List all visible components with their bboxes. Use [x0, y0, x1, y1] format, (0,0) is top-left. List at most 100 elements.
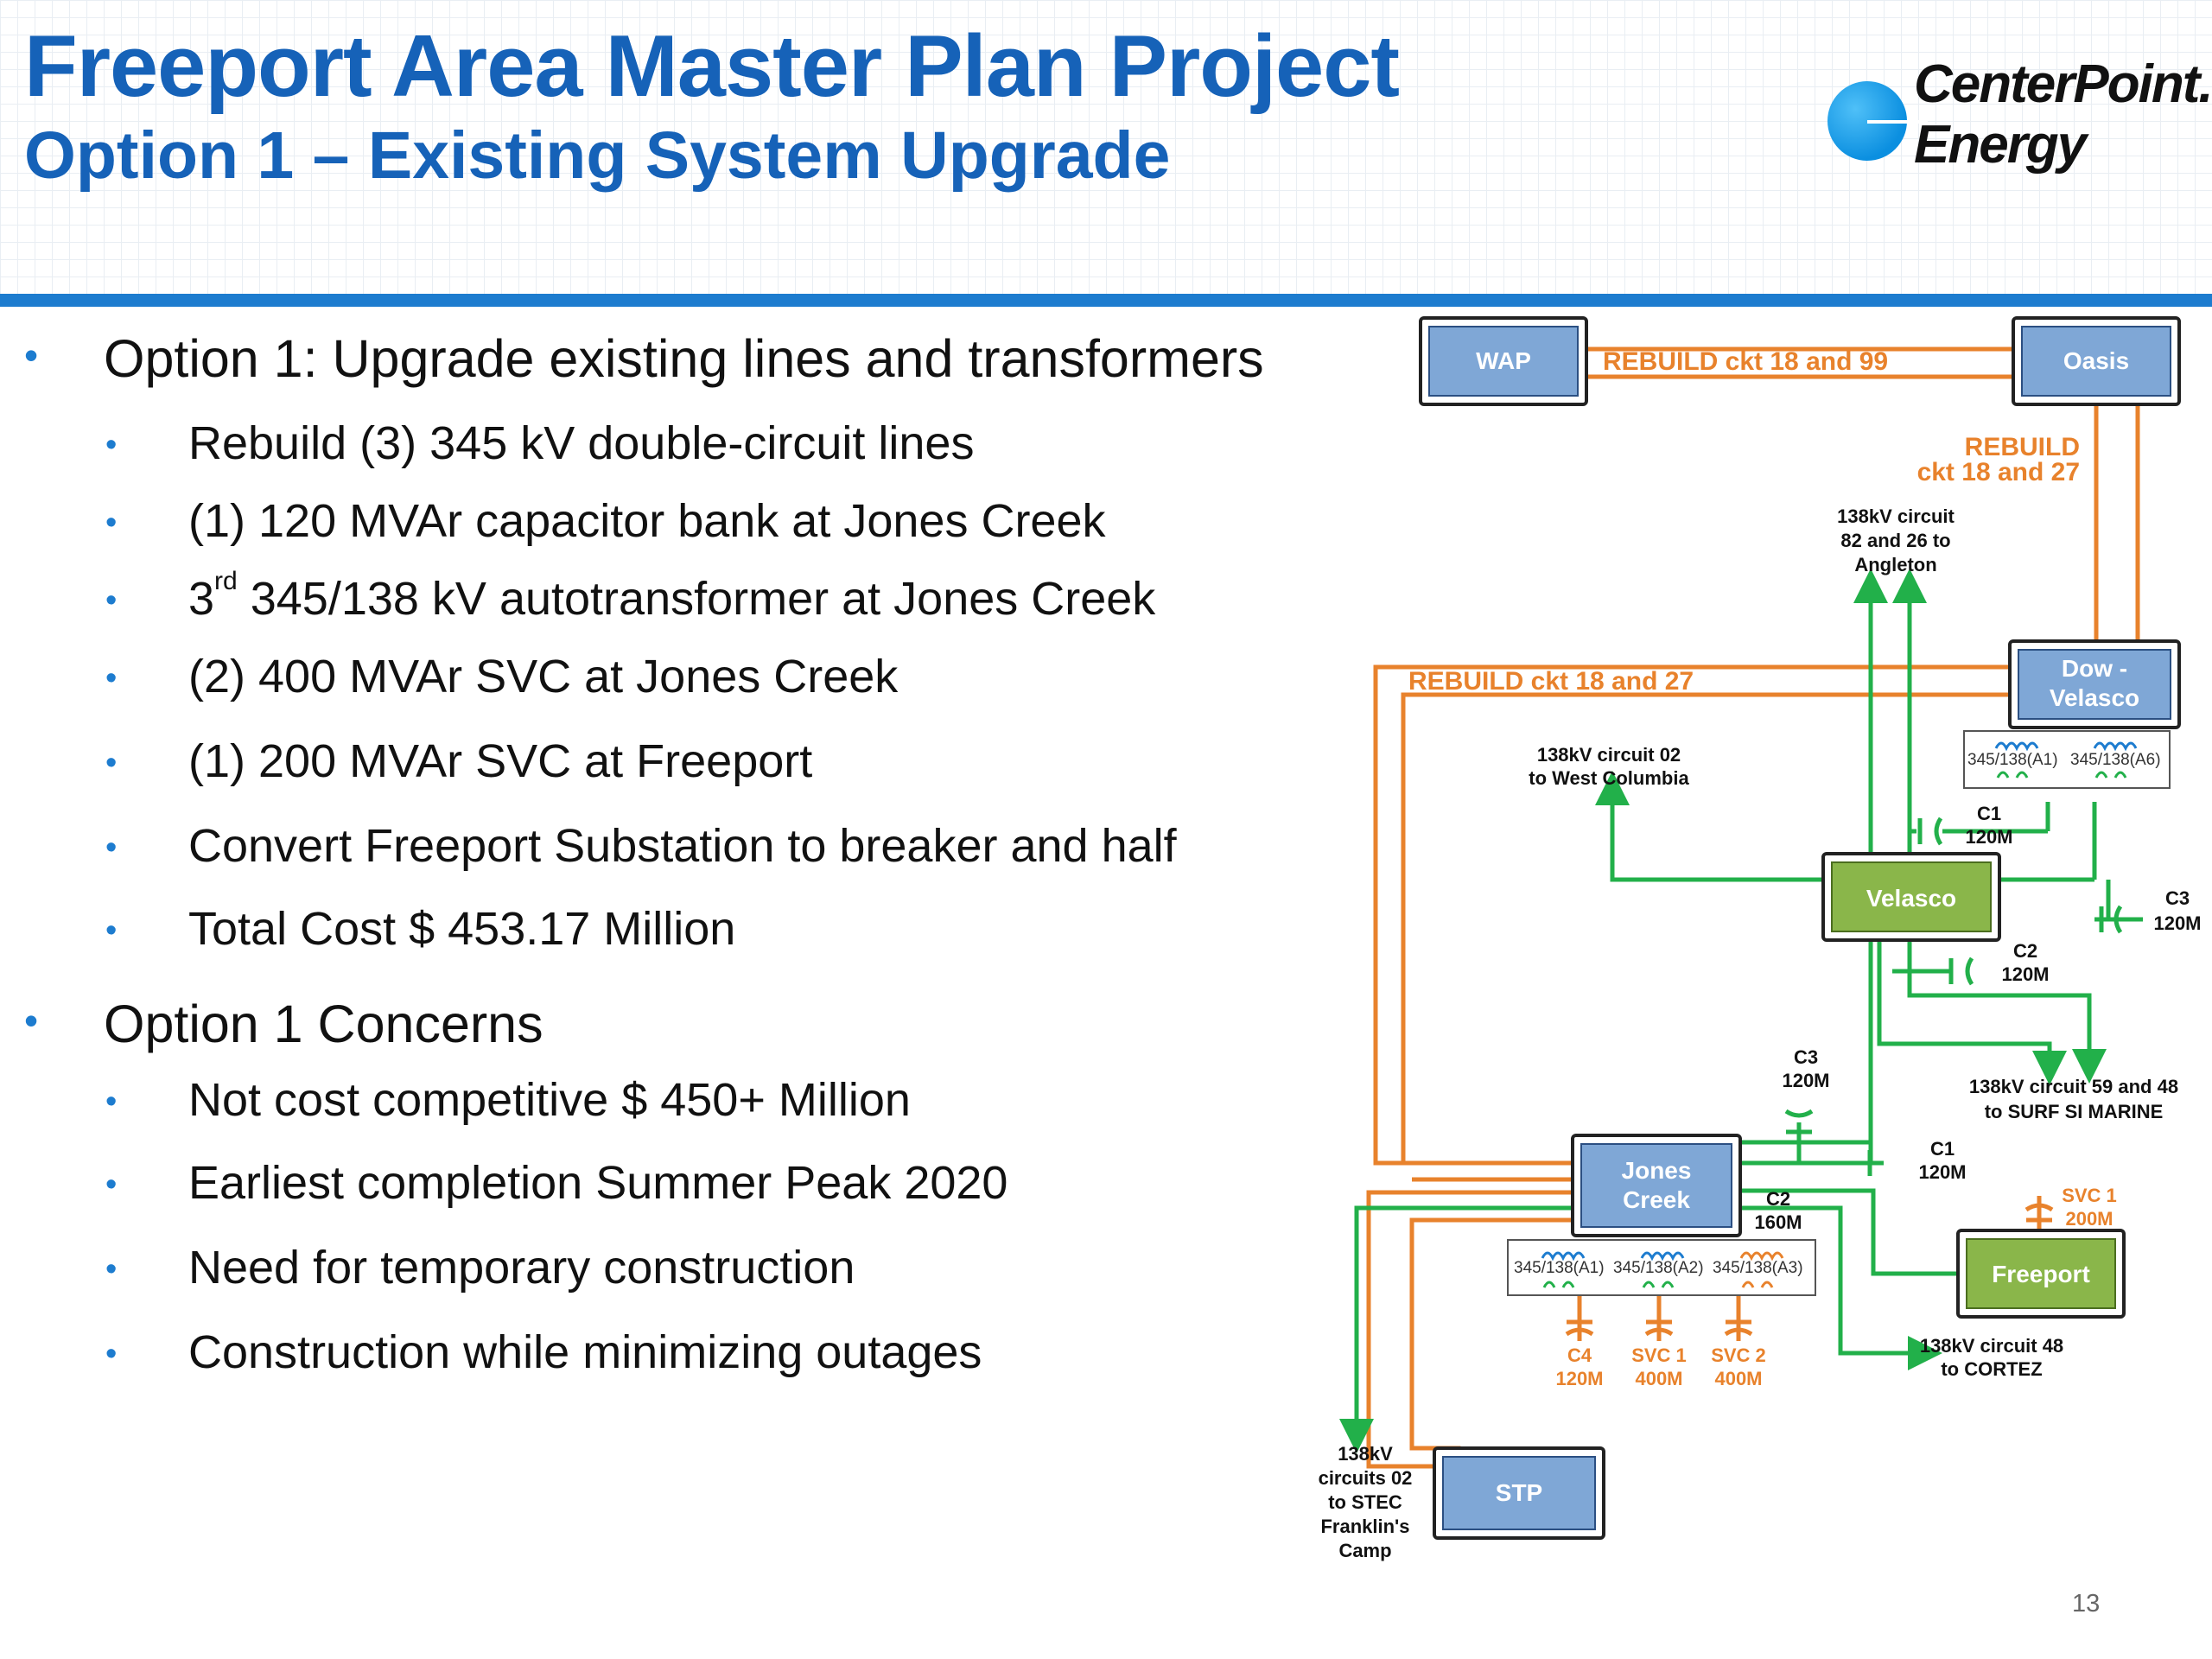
svc-labels: SVC 1 200M C4 120M SVC 1 400M SVC 2 400M	[1555, 1185, 2116, 1389]
substation-label-wap: WAP	[1476, 347, 1531, 374]
transformer-coil-icon	[1542, 1281, 1575, 1288]
bullet-dot-icon: •	[105, 660, 118, 696]
bullet-dot-icon: •	[24, 333, 39, 378]
substation-label-creek: Creek	[1623, 1186, 1690, 1213]
sub-bullet-capacitor-bank: (1) 120 MVAr capacitor bank at Jones Cre…	[188, 495, 1106, 547]
header-divider-bar	[0, 294, 2212, 307]
slide-subtitle: Option 1 – Existing System Upgrade	[24, 118, 1171, 193]
transformer-coil-icon	[1640, 1251, 1685, 1262]
substation-label-oasis: Oasis	[2063, 347, 2129, 374]
substation-stp: STP	[1433, 1446, 1605, 1540]
transformer-coil-icon	[1642, 1281, 1675, 1288]
label-stec-4: Franklin's	[1320, 1516, 1409, 1537]
sub-bullet-autotransformer: 3rd 345/138 kV autotransformer at Jones …	[188, 567, 1156, 626]
transformer-coil-icon	[1741, 1281, 1774, 1288]
transformer-coil-icon	[1541, 1251, 1586, 1262]
substation-label-velasco: Velasco	[1866, 885, 1956, 912]
label-svc1-jc-2: 400M	[1635, 1368, 1682, 1389]
substation-oasis: Oasis	[2012, 316, 2181, 406]
sub-bullet-not-cost-competitive: Not cost competitive $ 450+ Million	[188, 1074, 911, 1126]
label-stec-3: to STEC	[1328, 1491, 1402, 1513]
substation-label-stp: STP	[1496, 1479, 1542, 1506]
transformer-coil-icon	[1739, 1251, 1784, 1262]
label-cortez-1: 138kV circuit 48	[1920, 1335, 2063, 1357]
bullet-dot-icon: •	[105, 830, 118, 866]
transformer-coil-icon	[1994, 741, 2039, 752]
substation-wap: WAP	[1419, 316, 1588, 406]
sub-bullet-svc-freeport: (1) 200 MVAr SVC at Freeport	[188, 735, 813, 787]
substation-label-dow: Dow -	[2062, 655, 2127, 682]
label-c1-velasco-2: 120M	[1965, 826, 2012, 848]
bullet-dot-icon: •	[105, 1336, 118, 1372]
substation-label-velasco-line: Velasco	[2050, 684, 2139, 711]
label-c3-velasco-1: C3	[2165, 887, 2190, 909]
bullet-dot-icon: •	[105, 1084, 118, 1120]
label-c2-velasco-1: C2	[2013, 940, 2037, 962]
label-svc2-jc-1: SVC 2	[1711, 1344, 1766, 1366]
label-cortez-2: to CORTEZ	[1941, 1358, 2042, 1380]
page-number: 13	[2072, 1590, 2101, 1618]
label-c3-velasco-2: 120M	[2153, 912, 2201, 934]
label-svc1-jc-1: SVC 1	[1631, 1344, 1687, 1366]
label-c2-jc-2: 160M	[1754, 1211, 1802, 1233]
label-c1-jc-2: 120M	[1918, 1161, 1966, 1183]
label-c4-1: C4	[1567, 1344, 1592, 1366]
label-angleton-3: Angleton	[1854, 554, 1936, 575]
bullet-dot-icon: •	[105, 582, 118, 619]
sub-bullet-total-cost: Total Cost $ 453.17 Million	[188, 903, 736, 955]
autotransformer-text: 345/138 kV autotransformer at Jones Cree…	[237, 573, 1156, 625]
logo-line-icon	[1867, 120, 1928, 124]
transformer-label-dv-a6: 345/138(A6)	[2070, 751, 2161, 769]
transformer-label-dv-a1: 345/138(A1)	[1967, 751, 2058, 769]
sub-bullet-earliest-completion: Earliest completion Summer Peak 2020	[188, 1157, 1008, 1209]
centerpoint-logo: CenterPoint. Energy	[1827, 52, 2212, 190]
logo-text-centerpoint: CenterPoint.	[1914, 54, 2212, 114]
substation-velasco: Velasco	[1821, 852, 2001, 942]
label-rebuild-18-99: REBUILD ckt 18 and 99	[1603, 347, 1888, 376]
label-surfsi-1: 138kV circuit 59 and 48	[1969, 1076, 2178, 1097]
transformer-group-jones-creek: 345/138(A1) 345/138(A2) 345/138(A3)	[1507, 1239, 1816, 1296]
sub-bullet-temporary-construction: Need for temporary construction	[188, 1242, 855, 1294]
circuit-labels: 138kV circuit 82 and 26 to Angleton 138k…	[1319, 505, 2202, 1561]
ordinal-suffix: rd	[214, 567, 238, 595]
transformer-label-jc-a1: 345/138(A1)	[1514, 1259, 1605, 1277]
rebuild-labels: REBUILD ckt 18 and 99 REBUILD ckt 18 and…	[1408, 347, 2080, 696]
label-stec-5: Camp	[1338, 1540, 1391, 1561]
label-c2-jc-1: C2	[1766, 1188, 1790, 1210]
transformer-coil-icon	[1996, 771, 2029, 779]
sub-bullet-svc-jones-creek: (2) 400 MVAr SVC at Jones Creek	[188, 651, 899, 702]
label-c1-jc-1: C1	[1930, 1138, 1955, 1160]
substation-label-jones: Jones	[1622, 1157, 1692, 1184]
sub-bullet-breaker-and-half: Convert Freeport Substation to breaker a…	[188, 820, 1177, 872]
label-svc1-freeport-1: SVC 1	[2062, 1185, 2117, 1206]
bullet-dot-icon: •	[105, 1166, 118, 1203]
bullet-dot-icon: •	[105, 505, 118, 541]
sub-bullet-minimizing-outages: Construction while minimizing outages	[188, 1326, 982, 1378]
label-c1-velasco-1: C1	[1977, 803, 2001, 824]
bullet-dot-icon: •	[24, 998, 39, 1043]
label-stec-1: 138kV	[1338, 1443, 1393, 1465]
ordinal-number: 3	[188, 573, 215, 625]
substation-label-freeport: Freeport	[1992, 1261, 2090, 1287]
label-west-columbia-1: 138kV circuit 02	[1537, 744, 1681, 766]
orange-345kv-lines	[1366, 346, 2140, 1469]
label-c4-2: 120M	[1555, 1368, 1603, 1389]
substation-freeport: Freeport	[1956, 1229, 2126, 1319]
logo-text-energy: Energy	[1914, 115, 2087, 175]
label-angleton-2: 82 and 26 to	[1840, 530, 1950, 551]
label-surfsi-2: to SURF SI MARINE	[1985, 1101, 2164, 1122]
bullet-concerns: Option 1 Concerns	[104, 995, 543, 1053]
label-angleton-1: 138kV circuit	[1837, 505, 1955, 527]
bullet-dot-icon: •	[105, 745, 118, 781]
label-rebuild-18-27-left: REBUILD ckt 18 and 27	[1408, 667, 1694, 696]
substation-dow-velasco: Dow - Velasco	[2008, 639, 2181, 729]
transformer-coil-icon	[2093, 741, 2138, 752]
label-west-columbia-2: to West Columbia	[1529, 767, 1689, 789]
bullet-option1: Option 1: Upgrade existing lines and tra…	[104, 329, 1264, 388]
transformer-coil-icon	[2094, 771, 2127, 779]
transformer-group-dow-velasco: 345/138(A1) 345/138(A6)	[1963, 730, 2171, 789]
bullet-dot-icon: •	[105, 427, 118, 463]
label-rebuild-right-1: REBUILD	[1965, 433, 2080, 461]
sub-bullet-rebuild-lines: Rebuild (3) 345 kV double-circuit lines	[188, 417, 975, 469]
